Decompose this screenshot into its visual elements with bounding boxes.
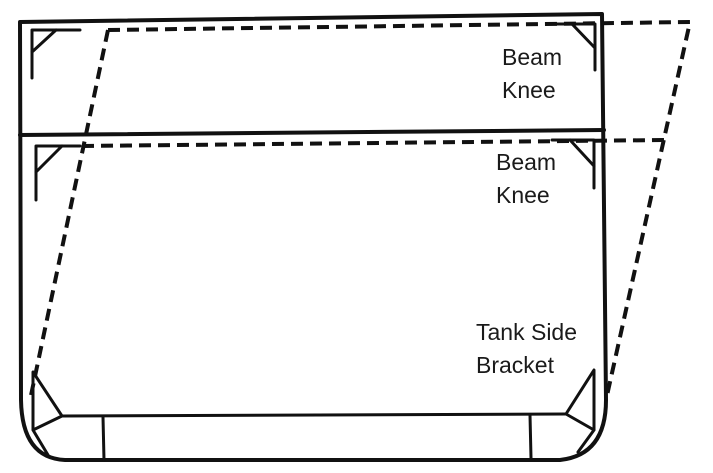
lower-beam-knee-left [34,144,82,202]
upper-beam-knee-left [30,28,82,80]
tank-top-line [60,412,568,418]
hull-outline-racked [107,20,692,401]
tank-side-bracket-right [564,368,596,454]
label-lower-beam-knee-line1: Beam [496,149,556,175]
label-tank-side-bracket-line1: Tank Side [476,319,577,345]
deck-line-original [18,128,606,137]
double-bottom-floor-right [528,413,533,460]
label-upper-beam-knee-line2: Knee [502,77,556,103]
side-shell-racked-left [28,29,110,401]
label-tank-side-bracket-line2: Bracket [476,352,555,378]
hull-outline-original [18,12,608,462]
deck-line-racked [81,138,667,148]
label-upper-beam-knee-line1: Beam [502,44,562,70]
double-bottom-floor-left [101,415,106,462]
label-lower-beam-knee-line2: Knee [496,182,550,208]
tank-side-bracket-left [31,370,64,457]
lower-beam-knee-right [550,138,596,190]
